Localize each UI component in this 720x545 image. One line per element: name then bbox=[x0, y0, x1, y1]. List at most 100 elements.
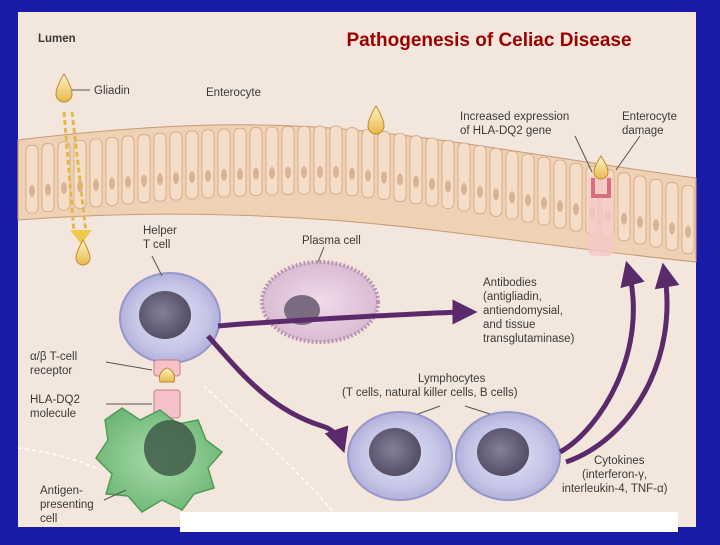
helper-t-label-1: Helper bbox=[143, 225, 177, 237]
gliadin-drop-icon bbox=[55, 73, 73, 103]
lymphocyte bbox=[455, 411, 561, 501]
hla-leader-line bbox=[574, 135, 593, 173]
apc-label-1: Antigen- bbox=[40, 485, 83, 497]
arrow-to-lymphocytes bbox=[206, 334, 349, 454]
helper-t-cell bbox=[119, 272, 221, 364]
tcr-leader-line bbox=[105, 361, 153, 371]
enterocyte-nucleus bbox=[541, 197, 547, 210]
enterocyte-column bbox=[233, 127, 247, 197]
enterocyte-column bbox=[89, 138, 103, 208]
enterocyte-column bbox=[73, 140, 87, 209]
enterocyte-nucleus bbox=[621, 212, 627, 225]
hla-expression-label-1: Increased expression bbox=[460, 111, 569, 123]
enterocyte-nucleus bbox=[29, 185, 35, 198]
enterocyte-nucleus bbox=[285, 166, 291, 179]
plasma-cell-label: Plasma cell bbox=[302, 235, 361, 247]
enterocyte-nucleus bbox=[653, 219, 659, 232]
enterocyte-nucleus bbox=[221, 169, 227, 182]
cytokine-arrow bbox=[565, 262, 680, 465]
enterocyte-column bbox=[681, 185, 695, 255]
hla-molecule-label-1: HLA-DQ2 bbox=[30, 394, 80, 406]
antibodies-label-5: transglutaminase) bbox=[483, 333, 575, 345]
lymphocyte-leader-line bbox=[464, 405, 491, 415]
enterocyte-nucleus bbox=[573, 203, 579, 216]
apc-label-3: cell bbox=[40, 513, 57, 525]
enterocyte-nucleus bbox=[669, 222, 675, 235]
enterocyte-column bbox=[377, 131, 391, 200]
damaged-enterocyte bbox=[588, 155, 614, 256]
enterocyte-nucleus bbox=[397, 173, 403, 186]
enterocyte-nucleus bbox=[493, 188, 499, 201]
enterocyte-column bbox=[217, 128, 231, 198]
enterocyte-column bbox=[185, 130, 199, 200]
cytokines-label-1: Cytokines bbox=[594, 455, 645, 467]
enterocyte-nucleus bbox=[461, 182, 467, 195]
enterocyte-column bbox=[361, 129, 375, 198]
enterocyte-nucleus bbox=[637, 215, 643, 228]
damage-leader-line bbox=[615, 135, 641, 171]
enterocyte-column bbox=[457, 142, 471, 212]
enterocyte-nucleus bbox=[525, 194, 531, 207]
enterocyte-column bbox=[393, 133, 407, 202]
enterocyte-nucleus bbox=[253, 167, 259, 180]
enterocyte-nucleus bbox=[141, 174, 147, 187]
tcr-label-2: receptor bbox=[30, 365, 72, 377]
enterocyte-nucleus bbox=[301, 166, 307, 179]
enterocyte-nucleus bbox=[45, 183, 51, 196]
enterocyte-column bbox=[425, 137, 439, 207]
antibodies-label-4: and tissue bbox=[483, 319, 535, 331]
enterocyte-nucleus bbox=[685, 225, 691, 238]
enterocyte-column bbox=[297, 125, 311, 195]
enterocyte-damage-label-1: Enterocyte bbox=[622, 111, 677, 123]
lymphocytes-label-1: Lymphocytes bbox=[418, 373, 486, 385]
enterocyte-column bbox=[489, 147, 503, 217]
enterocyte-nucleus bbox=[349, 167, 355, 180]
antibodies-label-2: (antigliadin, bbox=[483, 291, 542, 303]
enterocyte-column bbox=[649, 178, 663, 248]
enterocyte-nucleus bbox=[429, 178, 435, 191]
caption-box bbox=[180, 512, 678, 532]
enterocyte-nucleus bbox=[365, 169, 371, 182]
apc-label-2: presenting bbox=[40, 499, 94, 511]
antigen-presenting-cell bbox=[95, 407, 224, 513]
antibodies-label-3: antiendomysial, bbox=[483, 305, 563, 317]
enterocyte-nucleus bbox=[125, 175, 131, 188]
enterocyte-column bbox=[329, 125, 343, 195]
enterocyte-column bbox=[105, 136, 119, 206]
cytokines-label-2: (interferon-γ, bbox=[582, 469, 647, 481]
enterocyte-column bbox=[441, 140, 455, 209]
enterocyte-nucleus bbox=[381, 171, 387, 184]
enterocyte-nucleus bbox=[237, 168, 243, 181]
hla-molecule-label-2: molecule bbox=[30, 408, 76, 420]
enterocyte-nucleus bbox=[317, 166, 323, 179]
enterocyte-column bbox=[265, 126, 279, 196]
enterocyte-column bbox=[569, 162, 583, 232]
cytokines-label-3: interleukin-4, TNF-α) bbox=[562, 483, 668, 495]
cytokine-arrow bbox=[558, 260, 645, 455]
enterocyte-nucleus bbox=[509, 191, 515, 204]
enterocyte-column bbox=[169, 131, 183, 201]
gliadin-drop-icon bbox=[367, 105, 385, 135]
enterocyte-nucleus bbox=[445, 180, 451, 193]
enterocyte-column bbox=[41, 143, 55, 212]
plasma-leader-line bbox=[317, 246, 325, 263]
dashed-boundary bbox=[17, 447, 101, 471]
plasma-cell bbox=[260, 260, 380, 344]
enterocyte-nucleus bbox=[413, 175, 419, 188]
enterocyte-column bbox=[25, 144, 39, 214]
enterocyte-column bbox=[137, 134, 151, 203]
gliadin-path bbox=[62, 111, 92, 244]
enterocyte-column bbox=[249, 127, 263, 196]
enterocyte-column bbox=[505, 150, 519, 220]
hla-expression-label-2: of HLA-DQ2 gene bbox=[460, 125, 551, 137]
lymphocytes-label-2: (T cells, natural killer cells, B cells) bbox=[342, 387, 518, 399]
enterocyte-column bbox=[665, 182, 679, 251]
enterocyte-column bbox=[121, 135, 135, 205]
lumen-label: Lumen bbox=[38, 33, 76, 45]
enterocyte-nucleus bbox=[477, 185, 483, 198]
page-title: Pathogenesis of Celiac Disease bbox=[346, 30, 631, 51]
tcr-label-1: α/β T-cell bbox=[30, 351, 77, 363]
lymphocyte bbox=[347, 411, 453, 501]
enterocyte-column bbox=[537, 156, 551, 226]
